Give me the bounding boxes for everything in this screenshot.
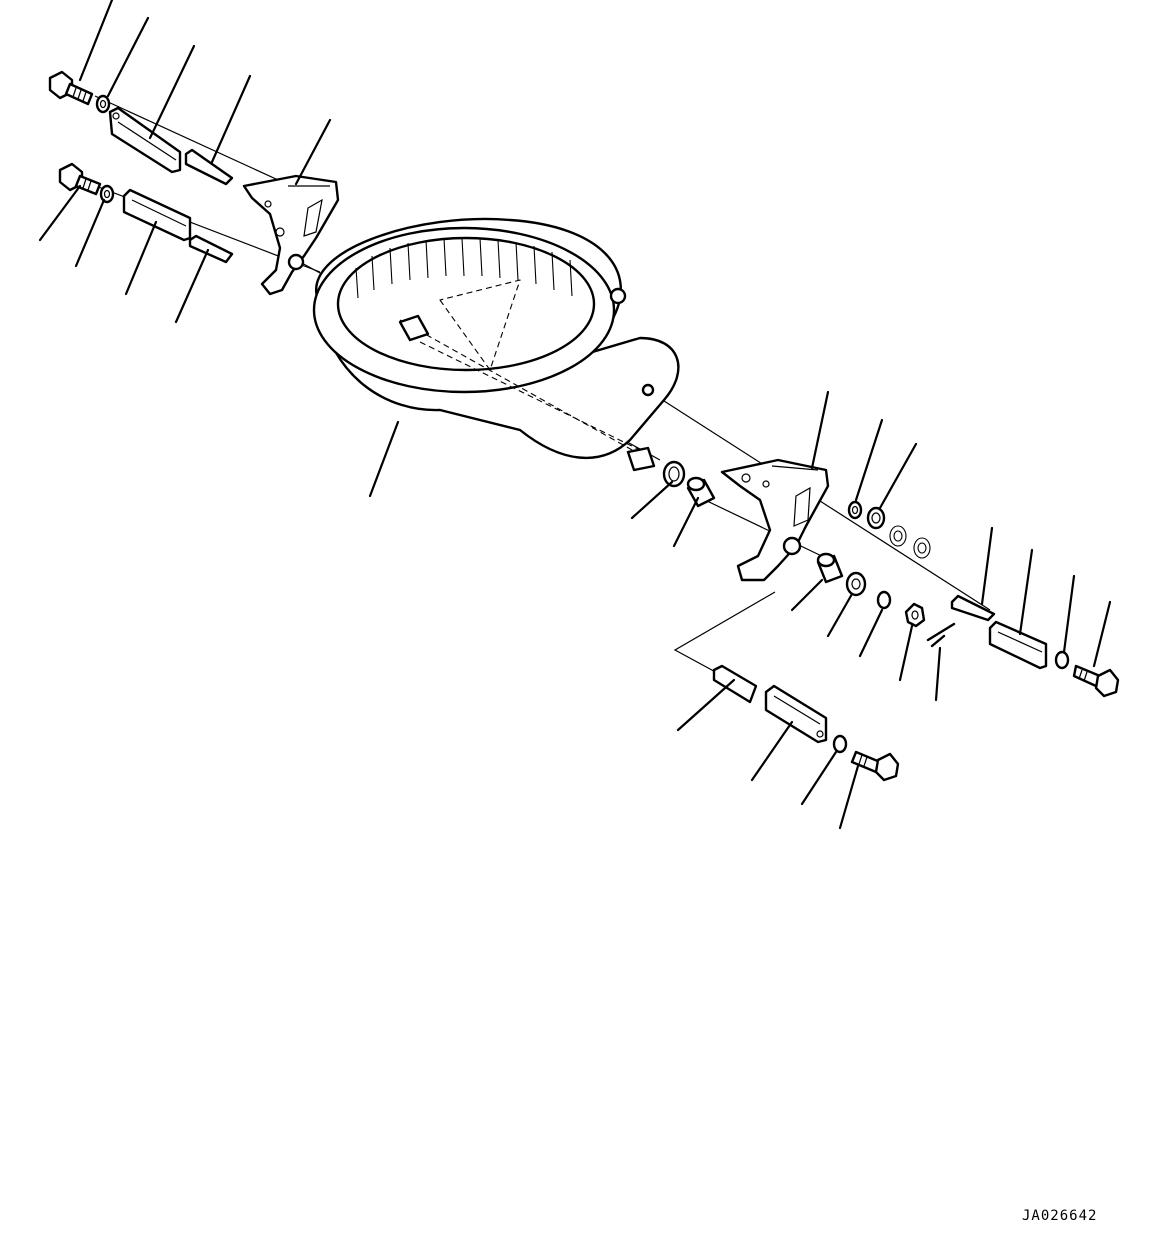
leader-cover [124, 220, 158, 296]
washer [99, 184, 115, 204]
leader-bolt [838, 764, 860, 830]
frame-ring [312, 217, 680, 472]
cover [108, 106, 182, 174]
leader-bushing [672, 496, 700, 548]
nut [904, 602, 926, 628]
bracket [720, 458, 830, 582]
leader-cover [1018, 548, 1034, 636]
spacer [845, 571, 867, 597]
leader-bushing [790, 578, 824, 612]
leader-bolt [78, 0, 114, 82]
leader-bracket [810, 390, 830, 470]
leader-bolt [1092, 600, 1112, 668]
callout-leaders [38, 0, 1112, 830]
leader-plate [174, 248, 210, 324]
leader-bolt [38, 184, 82, 242]
spacer-ghost [889, 525, 931, 559]
cover [988, 620, 1048, 670]
leader-plate [980, 526, 994, 606]
leader-cover [148, 44, 196, 140]
washer [832, 734, 848, 754]
bushing [686, 476, 716, 508]
bracket [242, 174, 340, 296]
plate [188, 234, 234, 264]
leader-washer [74, 198, 106, 268]
washer [876, 590, 892, 610]
bolt [850, 750, 900, 782]
spacer [866, 506, 886, 530]
leader-nut [898, 624, 914, 682]
ring-ribs [355, 237, 573, 299]
leader-spacer [878, 442, 918, 510]
leader-washer [800, 750, 838, 806]
leader-washer [106, 16, 150, 98]
drawing-code: JA026642 [1022, 1208, 1098, 1224]
leader-washer [1062, 574, 1076, 654]
leader-spacer [826, 592, 854, 638]
cover [764, 684, 828, 744]
bushing [816, 552, 844, 584]
leader-cover [750, 720, 794, 782]
leader-washer [858, 608, 884, 658]
seal [662, 460, 686, 488]
plate [712, 664, 758, 704]
washer [1054, 650, 1070, 670]
cotter-pin [926, 622, 956, 648]
leader-plate [210, 74, 252, 164]
plate [950, 594, 996, 622]
washer [847, 500, 863, 520]
bolt [48, 70, 94, 106]
hidden-frame [399, 279, 651, 461]
plate [184, 148, 234, 186]
leader-plate [676, 678, 736, 732]
cover [122, 188, 192, 242]
leader-frame-ring [368, 420, 400, 498]
leader-seal [630, 480, 674, 520]
washer [95, 94, 111, 114]
leader-bracket [294, 118, 332, 186]
bolt [58, 162, 102, 196]
leader-cotter-pin [934, 646, 942, 702]
bolt [1072, 664, 1120, 698]
leader-washer [854, 418, 884, 502]
